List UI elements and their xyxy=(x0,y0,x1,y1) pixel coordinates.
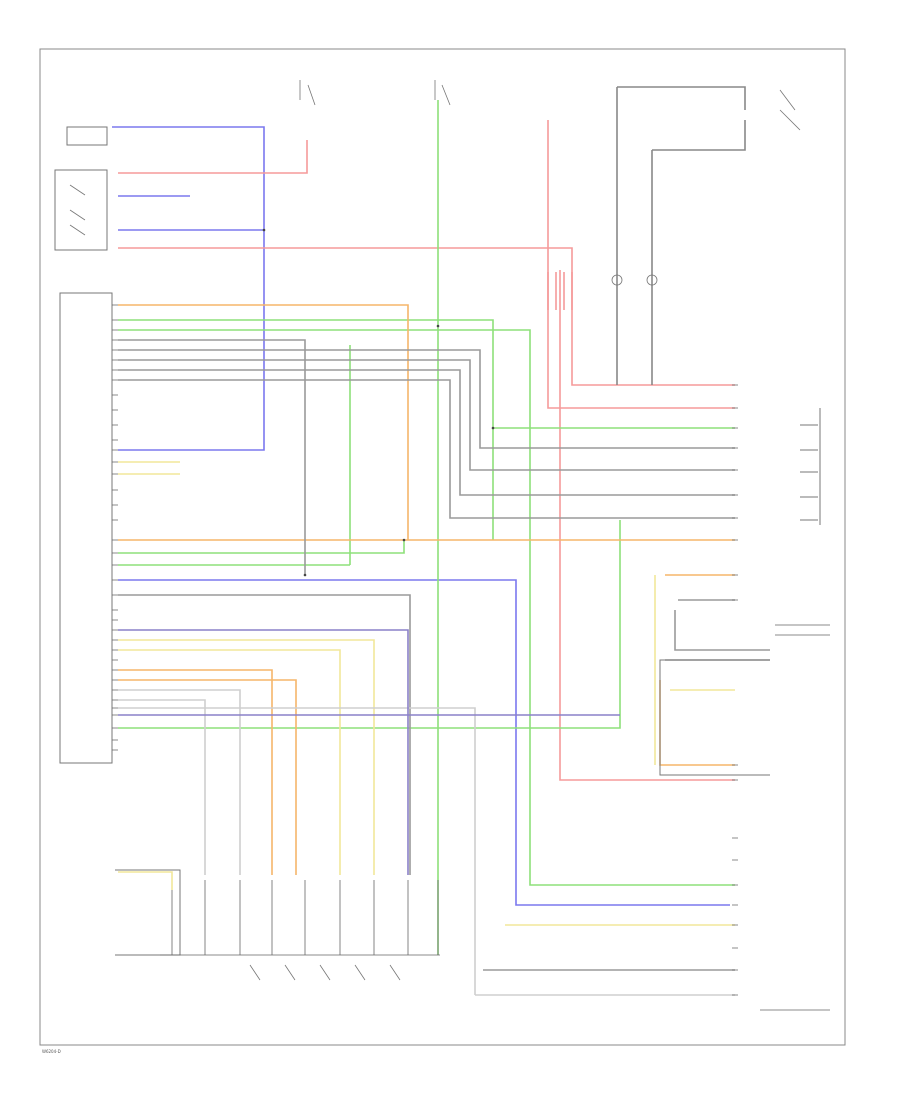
sensor-circle-2 xyxy=(646,274,658,286)
wire-yellow-tcu xyxy=(118,871,173,890)
sensor-circle-1 xyxy=(611,274,623,286)
wire-red-top xyxy=(118,140,308,174)
right-switch-panel xyxy=(800,408,821,525)
right-connector-marks xyxy=(732,384,738,996)
splice-1 xyxy=(436,324,440,328)
wire-red-lower xyxy=(559,270,735,781)
splice-3 xyxy=(491,426,495,430)
transmission-control-module-box xyxy=(59,292,113,764)
wire-harness xyxy=(112,86,770,996)
wire-violet xyxy=(118,629,620,875)
wire-green-tcm xyxy=(118,319,494,540)
wire-gray-lower xyxy=(118,594,735,971)
relay-switch xyxy=(779,89,801,131)
bottom-connector-row xyxy=(160,880,440,956)
wire-yellow-right xyxy=(505,575,735,926)
fuse-symbols xyxy=(69,80,801,981)
wire-blue-upper xyxy=(112,126,265,451)
right-connectors xyxy=(732,384,738,996)
splice-2 xyxy=(402,538,406,542)
tcm-pin-stubs xyxy=(112,304,118,751)
wire-yellow-mid xyxy=(118,639,375,875)
wire-green-lower xyxy=(118,520,621,729)
right-module-box xyxy=(659,659,770,776)
wire-red-sensor xyxy=(547,120,735,409)
splice-4 xyxy=(303,573,307,577)
left-switches xyxy=(69,184,86,236)
right-lower-lines xyxy=(760,624,830,1011)
splice-5 xyxy=(262,228,266,232)
fuse-1 xyxy=(299,80,316,106)
wire-gray-bus-5 xyxy=(118,339,306,575)
wire-orange-top xyxy=(118,304,409,540)
wire-gray-bus-1 xyxy=(118,349,735,449)
wire-gray-bus-3 xyxy=(118,369,735,496)
tcm-pin-ticks xyxy=(112,304,118,751)
wire-gray-bus-2 xyxy=(118,359,735,471)
wire-black-top xyxy=(616,86,746,385)
tcu-connector-box xyxy=(115,869,181,956)
wire-gray-right xyxy=(665,599,770,661)
wire-green-mid xyxy=(118,345,351,566)
wire-red-long xyxy=(118,247,735,386)
wire-yellow-top xyxy=(118,461,180,475)
wire-green-tcm-2 xyxy=(118,329,735,886)
wire-orange-right xyxy=(659,574,735,766)
diagram-footer-code: W6204-D xyxy=(42,1049,61,1054)
wire-green-right-2 xyxy=(118,540,405,554)
splice-points xyxy=(262,228,495,577)
wire-red-fuse-stack xyxy=(547,272,573,310)
top-left-component-box xyxy=(66,126,108,146)
wire-lightgray-lower xyxy=(118,689,735,996)
lower-switches xyxy=(249,964,401,981)
wire-blue-lower xyxy=(118,579,730,906)
fuse-2 xyxy=(434,80,451,106)
switch-box xyxy=(54,169,108,251)
wire-gray-bus-4 xyxy=(118,379,735,519)
wire-orange-lower xyxy=(118,669,297,875)
diagram-frame xyxy=(39,48,846,1046)
